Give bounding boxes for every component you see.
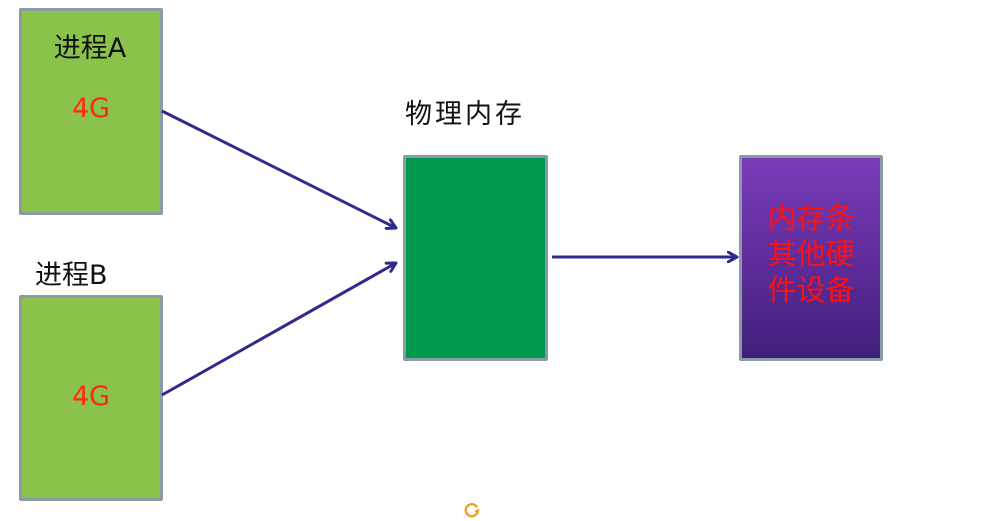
process-a-box <box>19 8 163 215</box>
refresh-icon[interactable] <box>462 500 482 520</box>
hardware-text: 内存条 其他硬 件设备 <box>739 200 883 308</box>
arrow-b-to-memory <box>161 263 396 397</box>
hardware-text-line: 其他硬 <box>767 237 855 271</box>
process-a-size: 4G <box>71 93 111 124</box>
process-b-label: 进程B <box>35 260 108 291</box>
physical-memory-label: 物理内存 <box>405 99 525 130</box>
hardware-text-line: 内存条 <box>767 201 855 235</box>
arrow-a-to-memory <box>161 109 396 228</box>
process-b-size: 4G <box>71 381 111 412</box>
physical-memory-box <box>403 155 548 361</box>
process-a-label: 进程A <box>53 33 127 64</box>
hardware-text-line: 件设备 <box>767 273 855 307</box>
process-b-box <box>19 295 163 501</box>
hardware-box <box>739 155 883 361</box>
